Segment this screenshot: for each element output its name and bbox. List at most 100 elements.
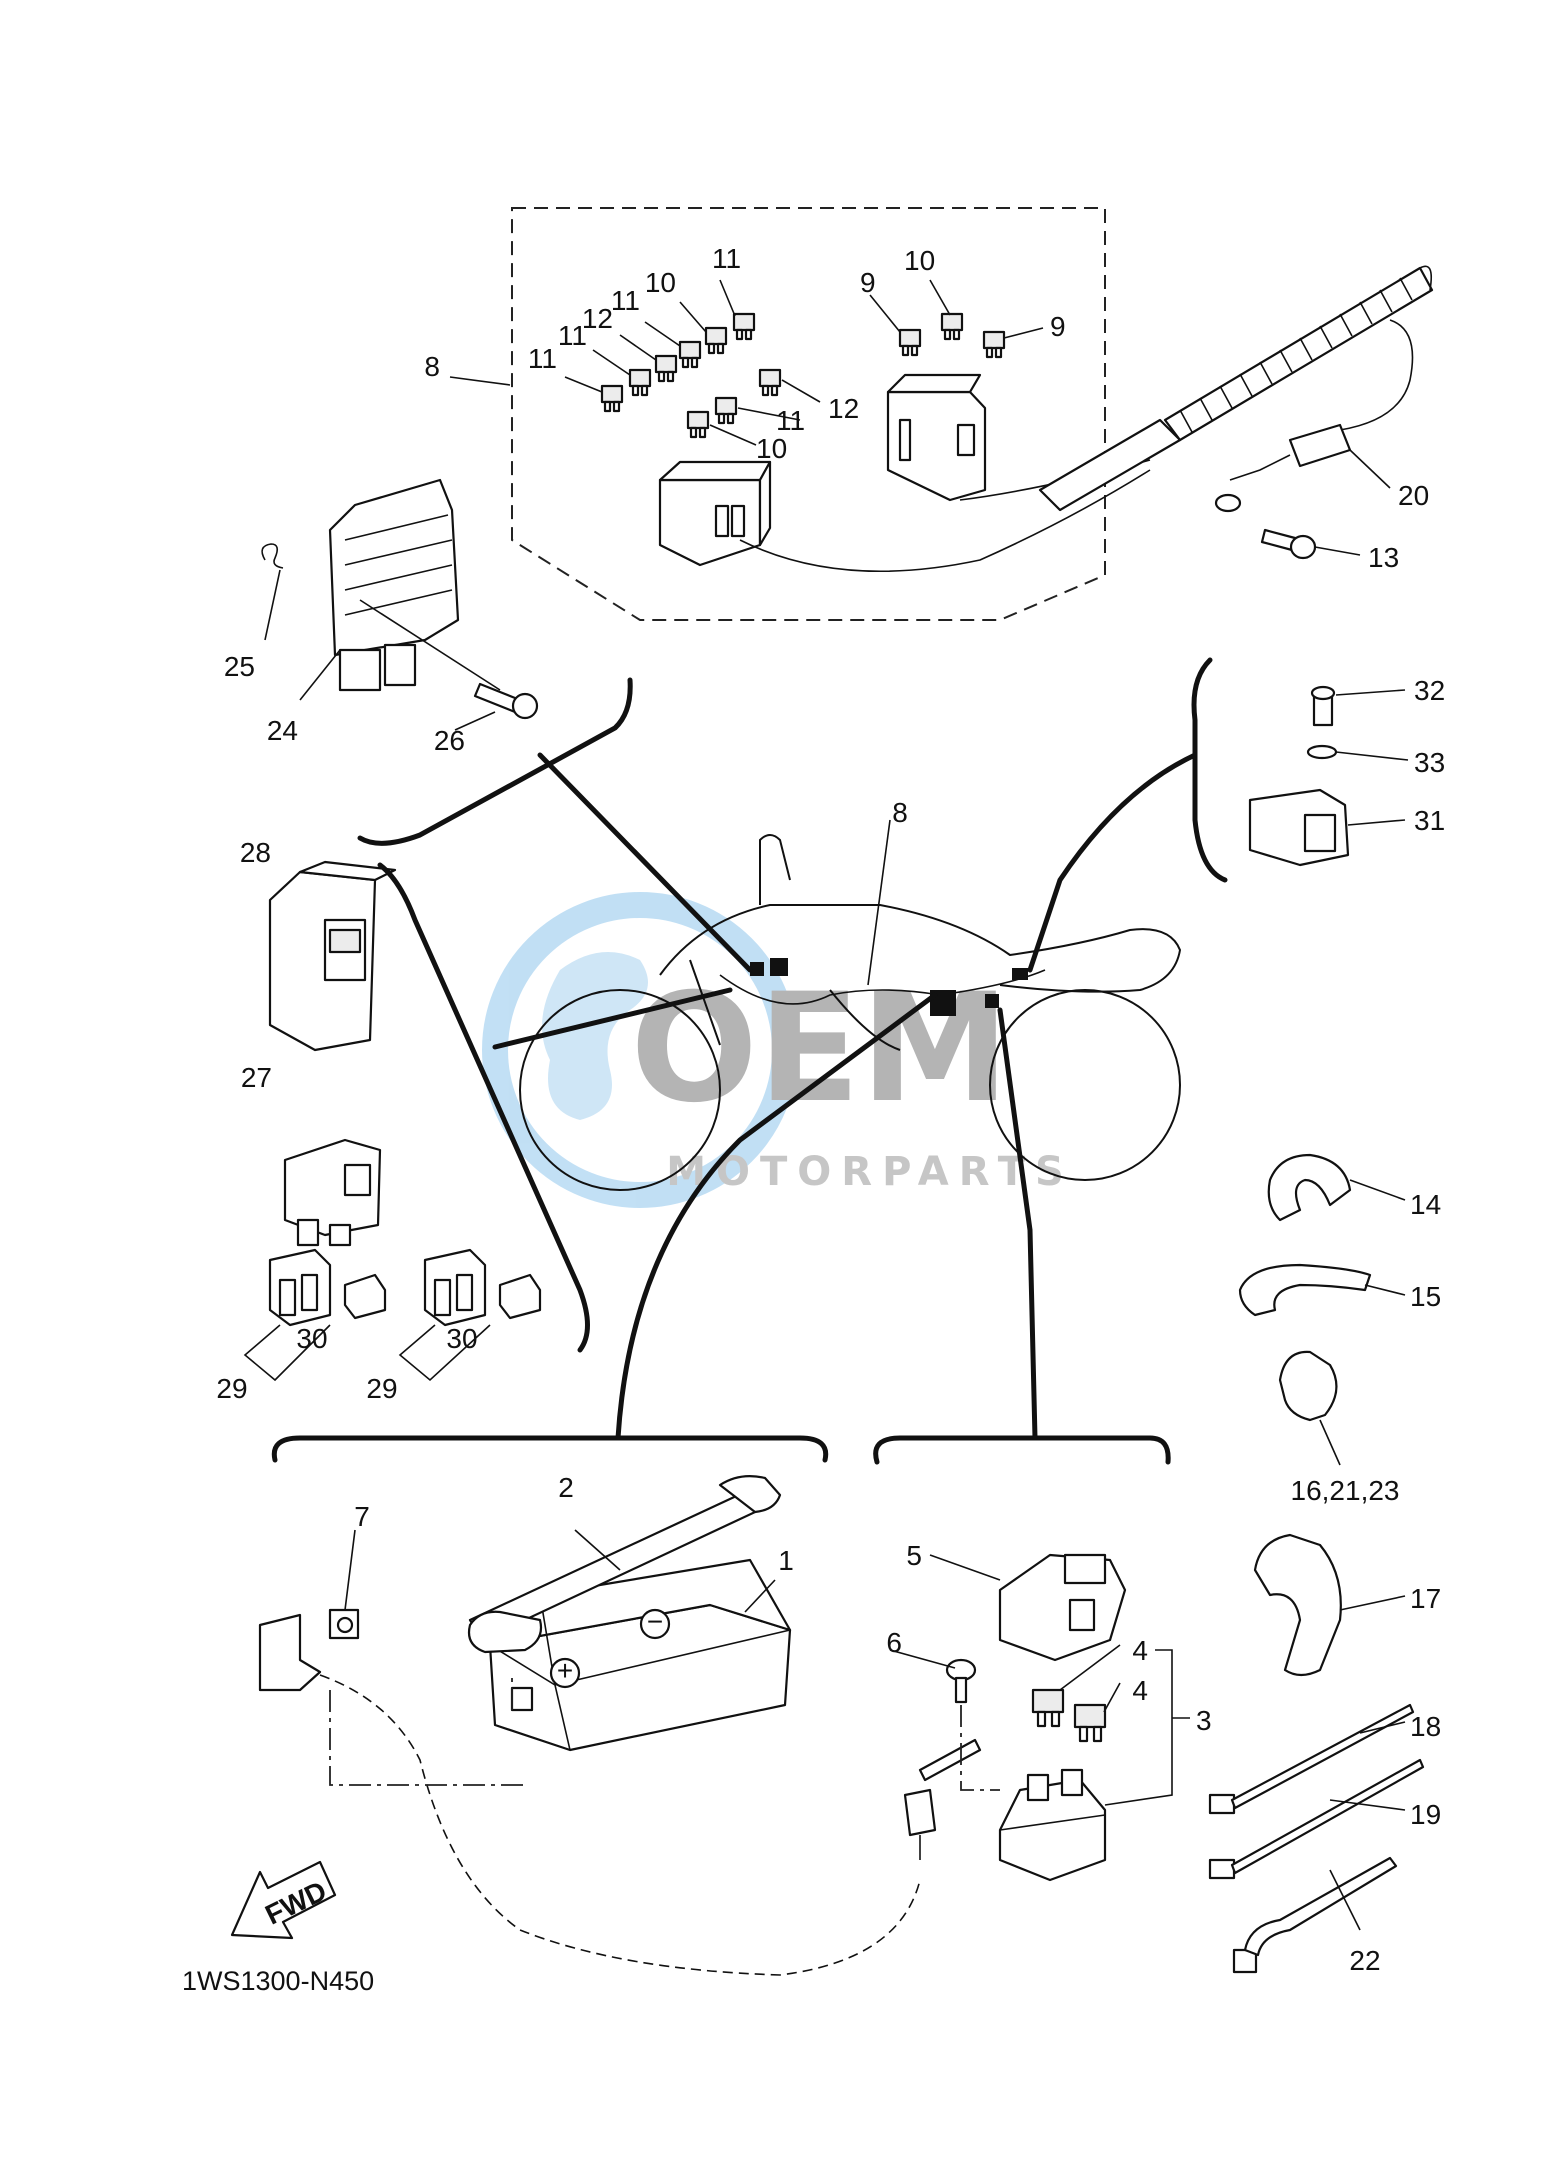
battery-band-2 <box>467 1475 782 1654</box>
callout-8-top: 8 <box>424 351 440 382</box>
callout-11-d: 11 <box>712 243 741 274</box>
bracket-29-30-a <box>243 1324 331 1382</box>
callout-3: 3 <box>1196 1705 1212 1736</box>
callout-32: 32 <box>1414 675 1445 706</box>
callout-31: 31 <box>1414 805 1445 836</box>
leader-7-to-battery <box>329 1690 525 1786</box>
callout-labels: 8 11 11 12 11 10 11 9 10 9 12 11 10 20 1… <box>216 243 1445 1976</box>
svg-text:−: − <box>647 1606 663 1637</box>
fuse-10-c <box>940 312 964 341</box>
harness-wire-left <box>739 469 1151 573</box>
leader-6-to-relay <box>960 1705 1000 1791</box>
callout-10-b: 10 <box>756 433 787 464</box>
cable-tie-19 <box>1208 1758 1425 1880</box>
bike-harness-route <box>719 969 1046 1005</box>
fuse-box-right <box>886 373 987 502</box>
callout-9-b: 9 <box>1050 311 1066 342</box>
clamp-15 <box>1238 1263 1372 1317</box>
marker-4 <box>985 994 999 1008</box>
bolt-13 <box>1260 528 1317 560</box>
callout-30-b: 30 <box>446 1323 477 1354</box>
watermark-globe-ring <box>482 892 798 1208</box>
fuse-11-b <box>628 368 652 397</box>
callout-6: 6 <box>886 1627 902 1658</box>
callout-29-a: 29 <box>216 1373 247 1404</box>
battery-1: + − <box>488 1558 792 1752</box>
callout-1: 1 <box>778 1545 794 1576</box>
callout-16-21-23: 16,21,23 <box>1291 1475 1400 1506</box>
callout-12-a: 12 <box>582 303 613 334</box>
leader-lines <box>264 279 1409 1931</box>
rear-wheel <box>989 989 1181 1181</box>
callout-22: 22 <box>1349 1945 1380 1976</box>
bracket-29-30-b <box>398 1324 491 1382</box>
rectifier-regulator-24 <box>328 478 539 720</box>
fuse-4-b <box>1073 1703 1107 1743</box>
main-harness-group <box>511 207 1434 621</box>
lead-connector <box>903 1738 982 1860</box>
clip-25 <box>261 543 284 569</box>
clamp-16-21-23 <box>1278 1350 1338 1422</box>
callout-11-e: 11 <box>776 405 805 436</box>
sensor-part-20 <box>1214 423 1352 513</box>
callout-24: 24 <box>267 715 298 746</box>
marker-5 <box>1012 968 1028 980</box>
watermark-globe-land <box>542 952 648 1120</box>
callout-13: 13 <box>1368 542 1399 573</box>
diagram-code: 1WS1300-N450 <box>182 1966 374 1996</box>
watermark-brand: OEM <box>630 962 1009 1136</box>
fuse-10-a <box>704 326 728 355</box>
callout-29-b: 29 <box>366 1373 397 1404</box>
fuse-10-b <box>686 410 710 439</box>
callout-33: 33 <box>1414 747 1445 778</box>
fuse-set <box>600 312 1006 439</box>
starter-relay-3 <box>998 1768 1107 1882</box>
callout-8-bike: 8 <box>892 797 908 828</box>
fwd-arrow-icon: FWD <box>230 1860 337 1940</box>
fuse-11-c <box>678 340 702 369</box>
fuse-12-a <box>654 354 678 383</box>
harness-wrap <box>1038 265 1434 512</box>
fuse-12-b <box>758 368 782 397</box>
callout-18: 18 <box>1410 1711 1441 1742</box>
callout-11-b: 11 <box>558 320 587 351</box>
cable-tie-18 <box>1208 1703 1415 1815</box>
fuse-box-left <box>658 460 772 567</box>
callout-26: 26 <box>434 725 465 756</box>
battery-cable-7 <box>258 1608 921 1976</box>
callout-9-a: 9 <box>860 267 876 298</box>
callout-10-c: 10 <box>904 245 935 276</box>
group-boundary-dashed <box>511 207 1106 621</box>
callout-17: 17 <box>1410 1583 1441 1614</box>
fuse-9-b <box>982 330 1006 359</box>
callout-14: 14 <box>1410 1189 1441 1220</box>
callout-12-b: 12 <box>828 393 859 424</box>
front-wheel <box>519 989 721 1191</box>
fuse-11-a <box>600 384 624 413</box>
svg-text:+: + <box>557 1655 573 1686</box>
watermark: OEM MOTORPARTS <box>482 892 1064 1208</box>
fuse-11-e <box>714 396 738 425</box>
callout-19: 19 <box>1410 1799 1441 1830</box>
callout-11-a: 11 <box>528 343 557 374</box>
starter-cover-5 <box>998 1553 1127 1662</box>
fuse-11-d <box>732 312 756 341</box>
marker-2 <box>770 958 788 976</box>
fuse-30-b <box>498 1273 542 1320</box>
screw-6 <box>945 1658 977 1704</box>
callout-15: 15 <box>1410 1281 1441 1312</box>
fuse-9-a <box>898 328 922 357</box>
relay-29-b <box>423 1248 487 1327</box>
clamp-14 <box>1267 1153 1352 1222</box>
relay-27 <box>283 1138 382 1247</box>
sensor-lead <box>1339 319 1414 431</box>
fuse-30-a <box>343 1273 387 1320</box>
callout-30-a: 30 <box>296 1323 327 1354</box>
cable-tie-22 <box>1232 1856 1398 1974</box>
bracket-group-right <box>1248 685 1350 867</box>
motorcycle-outline <box>519 834 1182 1191</box>
callout-28: 28 <box>240 837 271 868</box>
relay-28 <box>268 860 397 1052</box>
